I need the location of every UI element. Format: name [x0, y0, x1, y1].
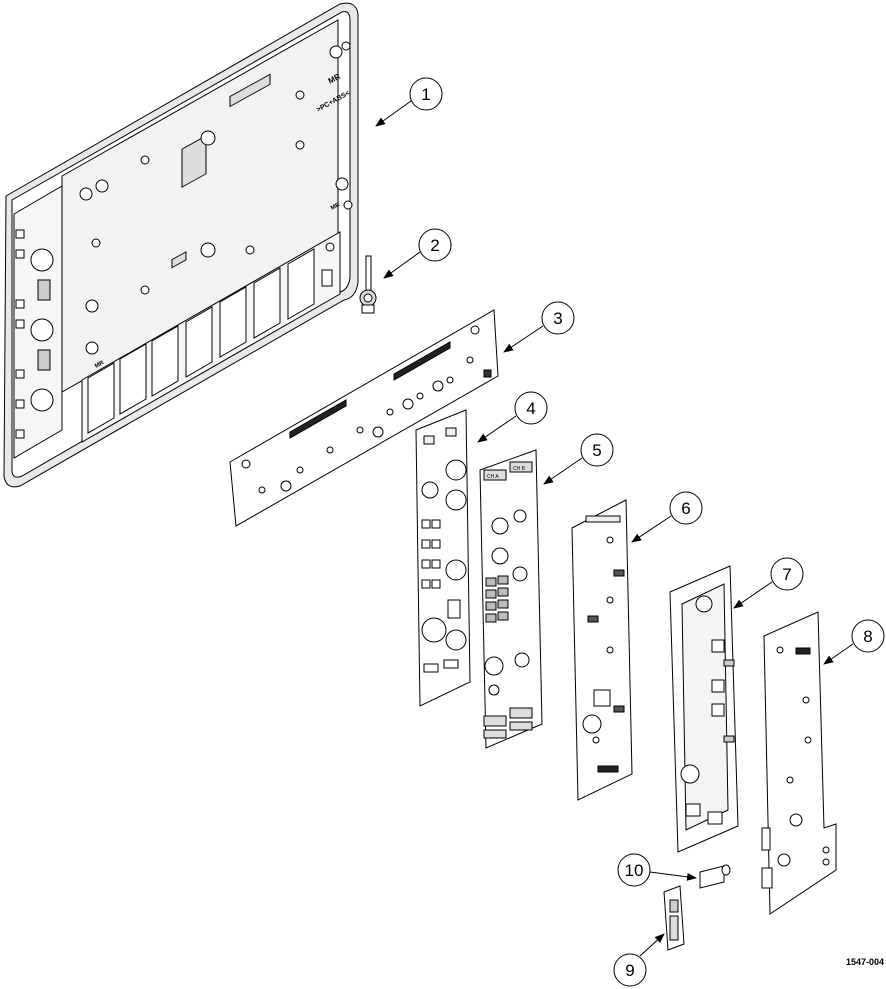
control-circuit-board [761, 611, 837, 915]
figure-id: 1547-004 [845, 957, 884, 967]
callout-10: 10 [617, 853, 697, 887]
callout-9: 9 [613, 933, 665, 987]
callout-7-number: 7 [782, 565, 791, 584]
callout-9-number: 9 [625, 961, 634, 980]
callout-5-number: 5 [592, 441, 601, 460]
main-circuit-board [229, 309, 499, 527]
callout-1-number: 1 [421, 85, 430, 104]
callout-7: 7 [733, 557, 804, 609]
button-cap [699, 864, 731, 889]
callout-3: 3 [503, 301, 575, 353]
callout-8: 8 [823, 619, 885, 665]
support-plate [571, 499, 633, 801]
callout-1: 1 [375, 77, 443, 127]
callout-6: 6 [631, 491, 703, 543]
callout-8-number: 8 [863, 627, 872, 646]
mounting-bracket [669, 565, 739, 853]
callout-6-number: 6 [681, 499, 690, 518]
encoder-shaft-part [359, 255, 377, 314]
panel-mark-mr-side: MR [330, 202, 342, 212]
callout-3-number: 3 [553, 309, 562, 328]
label-ch-b: CH B [513, 466, 526, 472]
front-panel-chassis [3, 2, 359, 488]
channel-sub-panel [479, 449, 543, 749]
callout-5: 5 [543, 433, 614, 485]
callout-2: 2 [383, 228, 452, 279]
callout-2-number: 2 [430, 236, 439, 255]
rubber-keypad [415, 409, 471, 707]
callout-4-number: 4 [526, 399, 535, 418]
callouts: 1 2 3 4 5 6 7 [375, 77, 885, 987]
panel-mark-mr-left: MR [94, 360, 106, 370]
callout-10-number: 10 [625, 861, 644, 880]
sub-panel-labels: CH A CH B [487, 466, 526, 480]
callout-4: 4 [477, 391, 548, 443]
connector-housing [663, 885, 685, 951]
label-ch-a: CH A [487, 474, 499, 480]
